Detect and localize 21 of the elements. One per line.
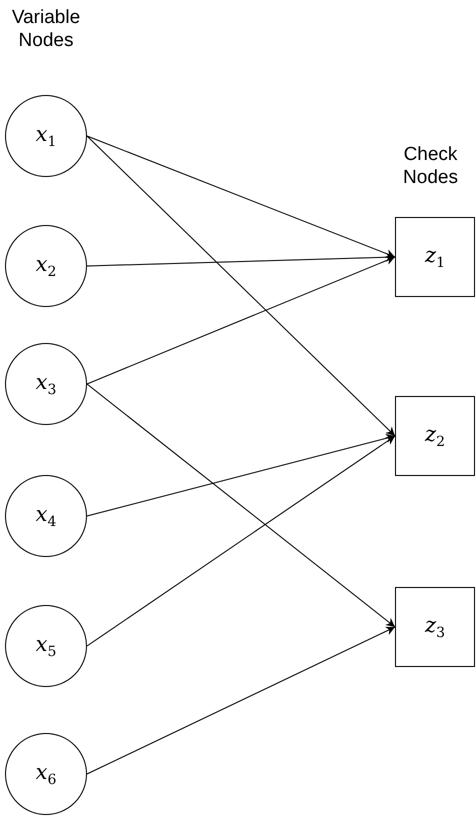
column-heading: Check Nodes	[402, 143, 459, 189]
column-heading: Variable Nodes	[10, 6, 82, 52]
arrow	[86, 436, 396, 646]
node-label: x$_{5}$	[36, 632, 56, 660]
arrow	[86, 256, 396, 384]
node-label: x$_{1}$	[36, 122, 56, 150]
arrow	[86, 136, 396, 436]
arrow	[86, 626, 396, 774]
check-node-box	[395, 587, 475, 667]
node-label: z$_{3}$	[425, 612, 445, 642]
check-node-box	[395, 396, 475, 476]
node-label: x$_{3}$	[36, 370, 56, 398]
check-node-box	[395, 217, 475, 297]
arrow	[86, 136, 396, 258]
arrow	[86, 434, 396, 516]
arrow	[86, 384, 396, 628]
node-label: x$_{4}$	[36, 502, 56, 530]
node-label: z$_{2}$	[425, 422, 445, 450]
node-label: z$_{1}$	[425, 242, 445, 272]
node-label: x$_{6}$	[36, 760, 56, 788]
node-label: x$_{2}$	[36, 252, 56, 280]
